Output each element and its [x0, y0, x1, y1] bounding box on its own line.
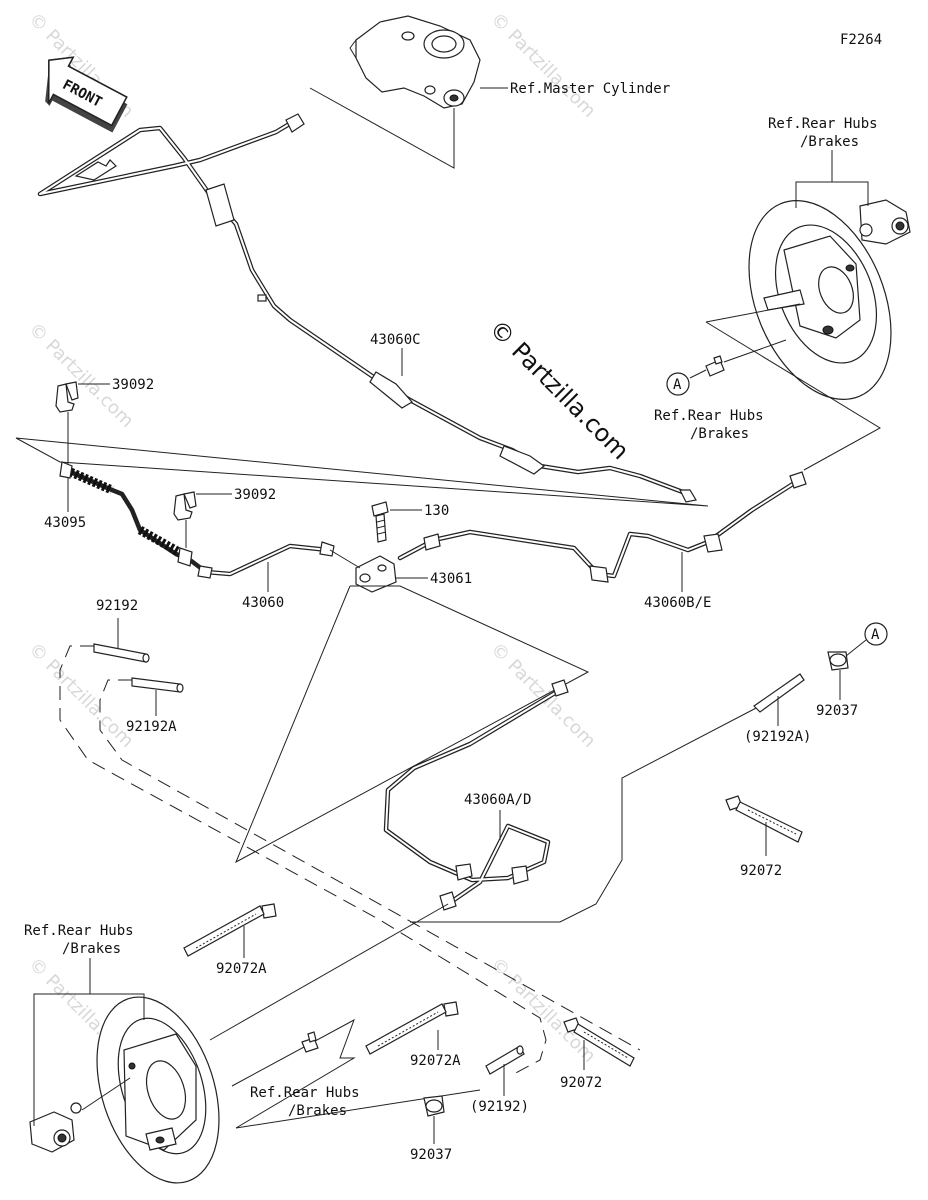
label-92037-bottom: 92037	[410, 1147, 452, 1163]
label-ref-rear-hubs-mid-2: /Brakes	[690, 426, 749, 442]
label-43060ad: 43060A/D	[464, 792, 531, 808]
label-92192: 92192	[96, 598, 138, 614]
clip-39092-a	[55, 381, 79, 413]
label-43095: 43095	[44, 515, 86, 531]
clamp-92037-right	[827, 651, 849, 671]
label-ref-rear-hubs-top-2: /Brakes	[800, 134, 859, 150]
master-cylinder	[349, 15, 481, 109]
label-92192-paren: (92192)	[470, 1099, 529, 1115]
label-92192a: 92192A	[126, 719, 177, 735]
wheel-cylinder-bottom-left	[29, 1102, 82, 1153]
label-92072-bottom: 92072	[560, 1075, 602, 1091]
label-39092-b: 39092	[234, 487, 276, 503]
cable-tie-92072a-mid	[365, 1001, 459, 1055]
marker-a-top	[666, 372, 690, 396]
watermark-center: © Partzilla.com	[484, 314, 635, 465]
label-ref-rear-hubs-bottom-2: /Brakes	[288, 1103, 347, 1119]
label-ref-rear-hubs-top-1: Ref.Rear Hubs	[768, 116, 878, 132]
label-ref-rear-hubs-left-1: Ref.Rear Hubs	[24, 923, 134, 939]
label-43060: 43060	[242, 595, 284, 611]
label-ref-rear-hubs-bottom-1: Ref.Rear Hubs	[250, 1085, 360, 1101]
hose-43095	[59, 461, 335, 579]
watermark: © Partzilla.com	[486, 639, 599, 752]
bleeder-valve-bottom	[301, 1031, 319, 1053]
diagram-code: F2264	[840, 32, 882, 48]
watermark: © Partzilla.com	[486, 9, 599, 122]
clip-39092-b	[173, 491, 197, 521]
label-43061: 43061	[430, 571, 472, 587]
label-43060be: 43060B/E	[644, 595, 711, 611]
label-39092-a: 39092	[112, 377, 154, 393]
label-92037-right: 92037	[816, 703, 858, 719]
pipe-43060c	[37, 113, 697, 503]
watermark: © Partzilla.com	[24, 319, 137, 432]
pipe-43060be	[397, 471, 807, 583]
hose-92192-bottom	[485, 1045, 525, 1075]
label-92072-right: 92072	[740, 863, 782, 879]
pipe-43060ad	[383, 679, 569, 911]
label-43060c: 43060C	[370, 332, 421, 348]
label-92072a-left: 92072A	[216, 961, 267, 977]
marker-a-top-label: A	[673, 377, 682, 393]
label-ref-rear-hubs-mid-1: Ref.Rear Hubs	[654, 408, 764, 424]
bleeder-valve-top	[705, 355, 725, 377]
hose-92192a	[131, 677, 184, 693]
rear-brake-bottom-left	[96, 996, 220, 1184]
cable-tie-92072-right	[725, 795, 803, 843]
label-ref-rear-hubs-left-2: /Brakes	[62, 941, 121, 957]
marker-a-right	[864, 622, 888, 646]
cable-tie-92072a-left	[183, 903, 277, 957]
label-130: 130	[424, 503, 449, 519]
rear-brake-top-right	[748, 200, 892, 400]
hose-92192	[93, 643, 150, 663]
label-92072a-mid: 92072A	[410, 1053, 461, 1069]
wheel-cylinder-top-right	[859, 199, 911, 245]
watermarks: © Partzilla.com © Partzilla.com © Partzi…	[24, 9, 634, 1067]
watermark: © Partzilla.com	[486, 954, 599, 1067]
label-ref-master-cylinder: Ref.Master Cylinder	[510, 81, 670, 97]
front-arrow: FRONT	[45, 56, 128, 133]
bolt-130	[371, 501, 389, 543]
joint-43061	[355, 555, 397, 593]
label-92192a-paren: (92192A)	[744, 729, 811, 745]
marker-a-right-label: A	[871, 627, 880, 643]
cable-tie-92072-bottom	[563, 1017, 635, 1067]
clamp-92037-bottom	[423, 1095, 445, 1117]
hose-92192a-right	[753, 673, 805, 713]
